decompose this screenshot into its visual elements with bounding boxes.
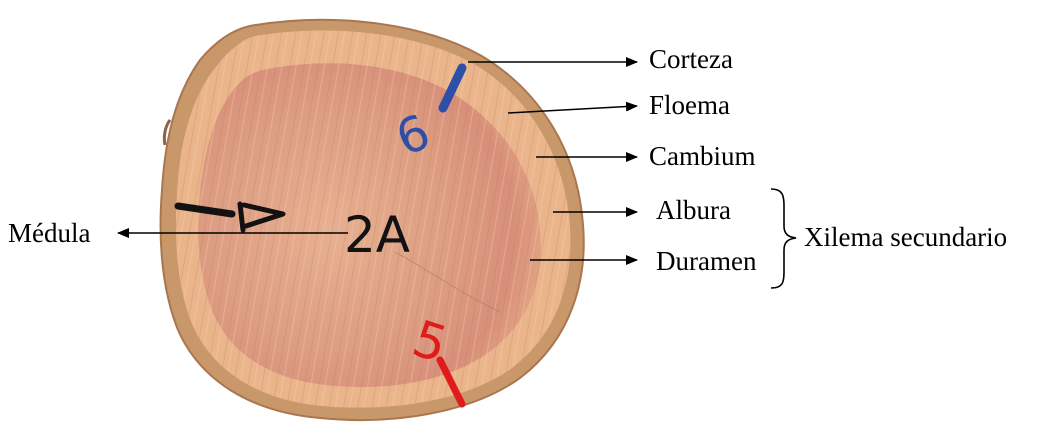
xilema-brace	[771, 189, 796, 288]
label-floema: Floema	[649, 92, 730, 119]
mark-center: 2A	[344, 206, 410, 264]
label-xilema-secundario: Xilema secundario	[804, 224, 1007, 251]
label-duramen: Duramen	[656, 248, 756, 275]
label-albura: Albura	[656, 197, 731, 224]
label-corteza: Corteza	[649, 46, 733, 73]
label-cambium: Cambium	[649, 143, 756, 170]
label-medula: Médula	[8, 220, 90, 247]
